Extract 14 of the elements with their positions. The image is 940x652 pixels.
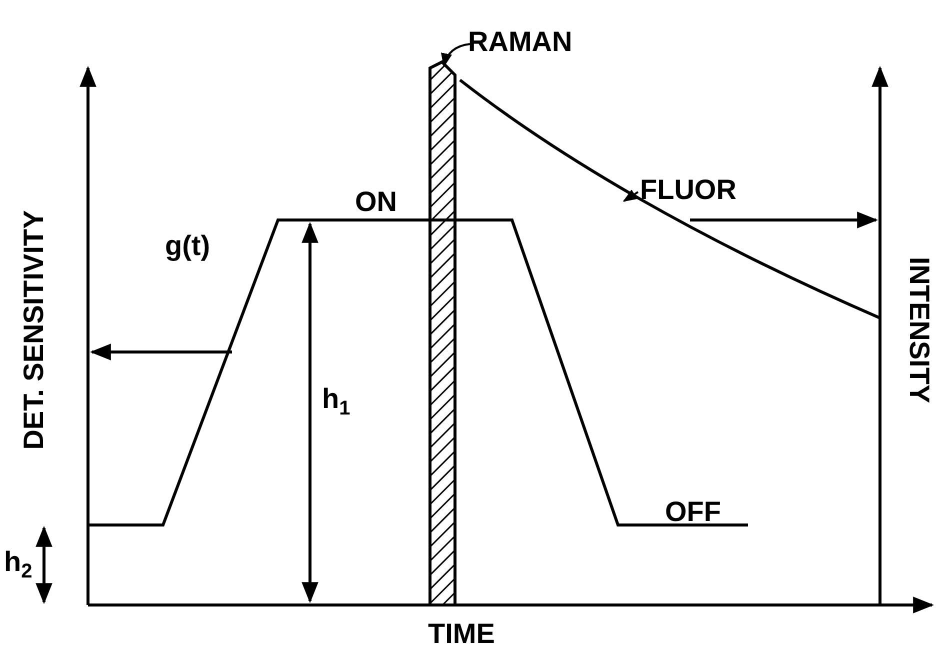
curve-label: FLUOR (640, 176, 736, 204)
dimension-label: h$_{2}$ (4, 548, 32, 582)
raman-pulse-bar (428, 60, 456, 606)
axis-label: TIME (428, 620, 495, 648)
function-label: g(t) (165, 232, 210, 260)
curve-label: RAMAN (468, 28, 572, 56)
dimension-label: h$_{1}$ (322, 385, 350, 419)
state-label: OFF (665, 498, 721, 526)
fluorescence-curve (459, 78, 881, 320)
leader-line (441, 43, 470, 68)
axis-label: DET. SENSITIVITY (20, 210, 48, 450)
leader-line (622, 189, 639, 202)
state-label: ON (355, 188, 397, 216)
axis-label: INTENSITY (905, 256, 933, 404)
